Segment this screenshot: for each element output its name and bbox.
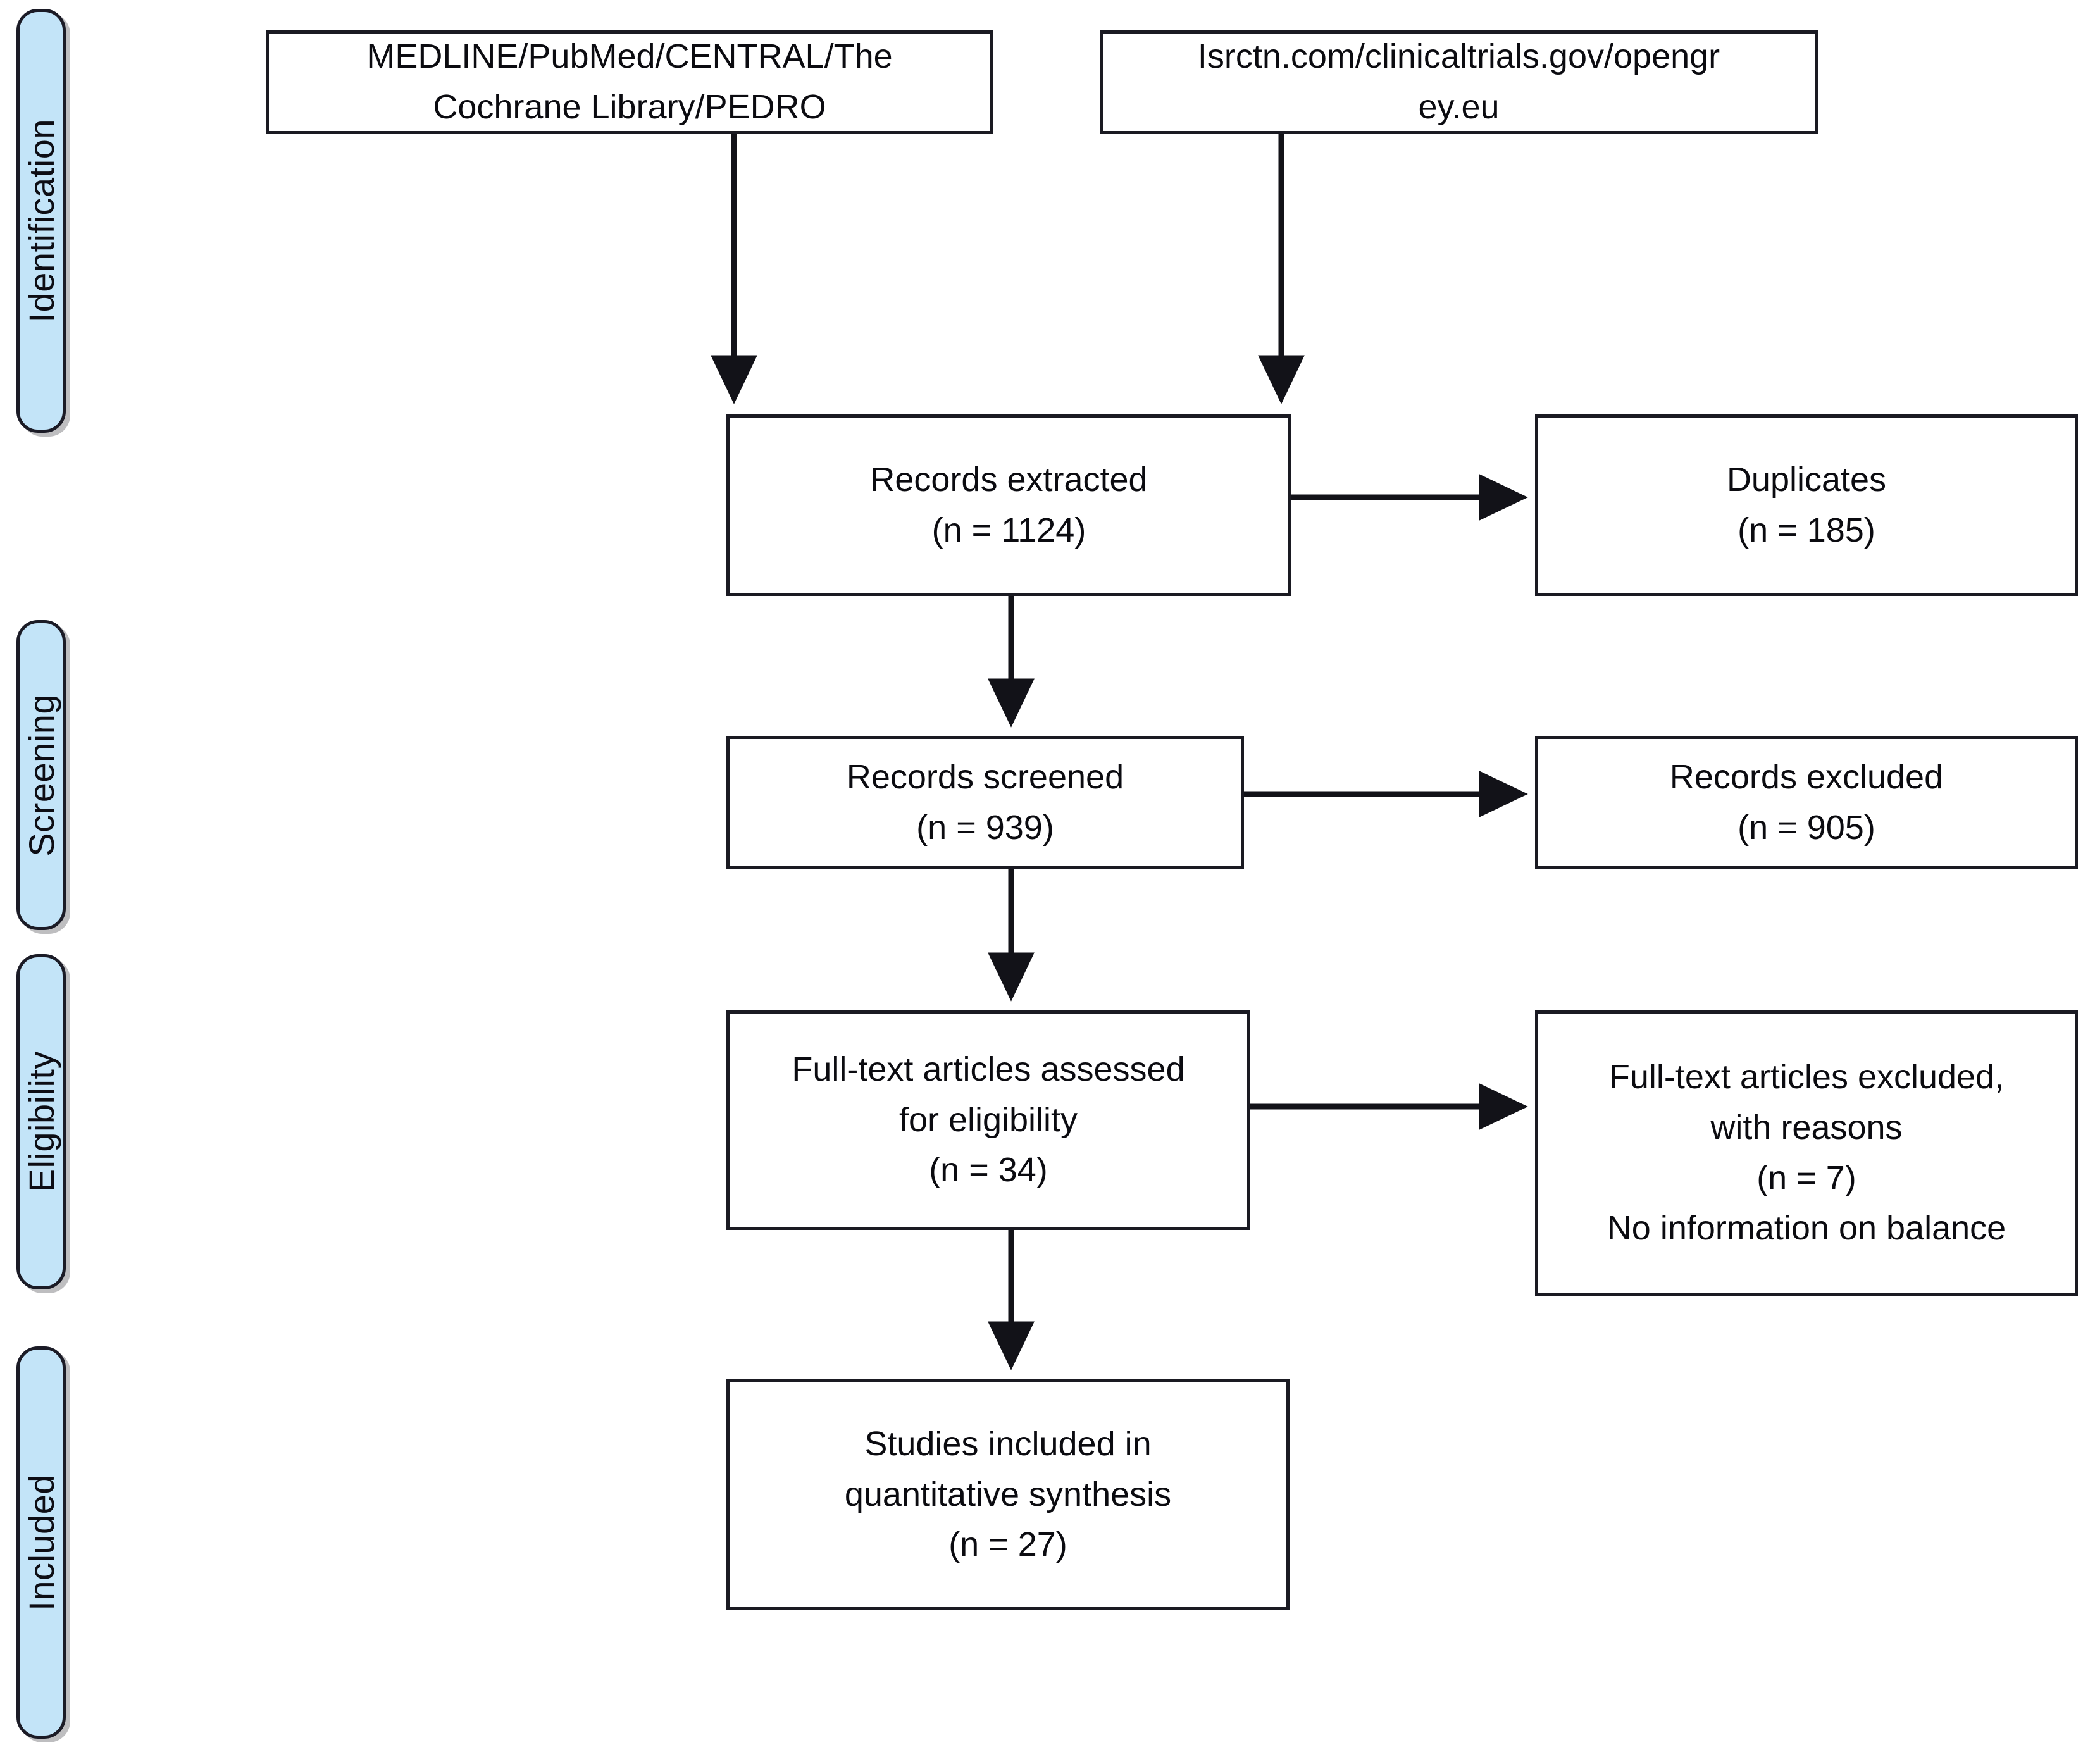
stage-pill-included: Included: [16, 1346, 66, 1739]
stage-pill-identification: Identification: [16, 9, 66, 433]
box-records-excluded: Records excluded (n = 905): [1535, 736, 2078, 869]
box-duplicates: Duplicates (n = 185): [1535, 414, 2078, 596]
box-records-extracted: Records extracted (n = 1124): [726, 414, 1291, 596]
box-source-databases-text: MEDLINE/PubMed/CENTRAL/The Cochrane Libr…: [366, 37, 893, 126]
box-fulltext-excluded: Full-text articles excluded, with reason…: [1535, 1010, 2078, 1296]
stage-label-included: Included: [21, 1474, 61, 1611]
stage-pill-screening: Screening: [16, 620, 66, 930]
box-records-extracted-text: Records extracted (n = 1124): [870, 460, 1148, 549]
stage-label-identification: Identification: [21, 119, 61, 323]
box-studies-included-text: Studies included in quantitative synthes…: [844, 1424, 1172, 1564]
box-source-registries: Isrctn.com/clinicaltrials.gov/opengr ey.…: [1100, 30, 1818, 134]
box-duplicates-text: Duplicates (n = 185): [1726, 460, 1887, 549]
box-records-screened: Records screened (n = 939): [726, 736, 1244, 869]
box-records-excluded-text: Records excluded (n = 905): [1669, 757, 1944, 847]
box-fulltext-assessed-text: Full-text articles assessed for eligibil…: [792, 1050, 1185, 1189]
stage-pill-eligibility: Eligibility: [16, 954, 66, 1289]
stage-label-screening: Screening: [21, 693, 61, 857]
stage-label-eligibility: Eligibility: [21, 1051, 61, 1193]
box-records-screened-text: Records screened (n = 939): [846, 757, 1124, 847]
box-source-registries-text: Isrctn.com/clinicaltrials.gov/opengr ey.…: [1197, 37, 1720, 126]
box-fulltext-assessed: Full-text articles assessed for eligibil…: [726, 1010, 1250, 1230]
box-fulltext-excluded-text: Full-text articles excluded, with reason…: [1607, 1057, 2006, 1248]
box-source-databases: MEDLINE/PubMed/CENTRAL/The Cochrane Libr…: [266, 30, 993, 134]
box-studies-included: Studies included in quantitative synthes…: [726, 1379, 1290, 1610]
